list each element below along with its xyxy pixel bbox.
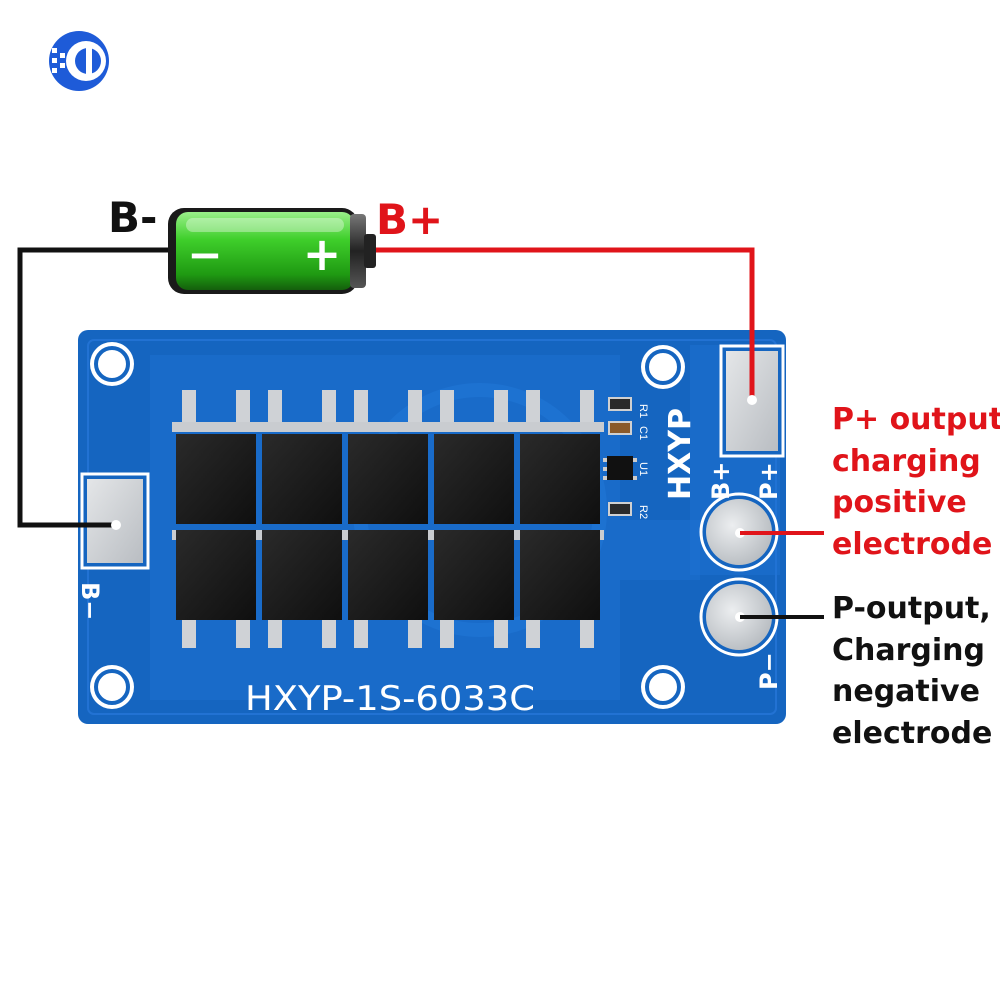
mosfet-lead [236, 620, 250, 648]
mosfet-lead [494, 390, 508, 422]
pad-label-p-plus: P+ [755, 462, 783, 500]
smd-components [603, 397, 637, 516]
pad-label-b-minus: B− [76, 582, 104, 620]
b-minus-label: B- [108, 193, 158, 242]
mosfet-chip [176, 530, 256, 620]
mosfet-chip [434, 530, 514, 620]
mosfet-lead [408, 620, 422, 648]
mosfet-chip [262, 530, 342, 620]
p-minus-annotation-line: Charging [832, 632, 986, 668]
p-minus-annotation-line: electrode [832, 715, 993, 751]
mosfet-chip [348, 530, 428, 620]
board-model-text: HXYP-1S-6033C [245, 679, 535, 719]
mosfet-chip [520, 434, 600, 524]
battery-plus-symbol: + [303, 227, 342, 281]
battery-minus-symbol: − [187, 230, 222, 279]
p-plus-annotation-line: P+ output, [832, 402, 1000, 437]
component-label-r1: R1 [637, 404, 649, 418]
mosfet-chip [434, 434, 514, 524]
p-minus-annotation: P-output, Charging negative electrode [832, 588, 992, 754]
mosfet-tab [516, 422, 604, 432]
mosfet-lead [494, 620, 508, 648]
component-label-r2: R2 [637, 505, 649, 519]
mosfet-tab [258, 422, 346, 432]
b-plus-label: B+ [376, 195, 444, 244]
red-wire [370, 247, 755, 400]
pad-label-p-minus: P− [755, 652, 783, 690]
p-plus-annotation-line: positive [832, 485, 967, 520]
mosfet-lead [268, 390, 282, 422]
mounting-holes [90, 342, 685, 709]
mosfet-lead [408, 390, 422, 422]
p-plus-annotation-line: charging [832, 443, 981, 479]
mosfet-lead [182, 620, 196, 648]
battery: − + [168, 208, 376, 294]
mosfet-lead [526, 390, 540, 422]
mosfet-lead [440, 390, 454, 422]
mosfet-lead [268, 620, 282, 648]
mosfet-tab [430, 422, 518, 432]
mosfet-chip [176, 434, 256, 524]
pad-label-b-plus: B+ [707, 462, 735, 500]
component-label-u1: U1 [637, 462, 649, 476]
p-minus-annotation-line: P-output, [832, 591, 991, 626]
mosfet-lead [440, 620, 454, 648]
p-minus-annotation-line: negative [832, 674, 980, 709]
b-minus-solder-point [111, 520, 121, 530]
mosfet-lead [580, 620, 594, 648]
mosfet-tab [172, 422, 260, 432]
black-wire [17, 247, 172, 528]
p-plus-annotation-line: electrode [832, 526, 993, 562]
mosfet-lead [354, 620, 368, 648]
mosfet-lead [322, 390, 336, 422]
pcb-board [78, 330, 786, 724]
mosfet-chip [262, 434, 342, 524]
mosfet-array [172, 390, 604, 648]
mosfet-lead [354, 390, 368, 422]
mosfet-chip [348, 434, 428, 524]
mosfet-tab [344, 422, 432, 432]
component-label-c1: C1 [637, 426, 649, 440]
p-plus-solder-point [747, 395, 757, 405]
mosfet-lead [182, 390, 196, 422]
mosfet-chip [520, 530, 600, 620]
mosfet-lead [322, 620, 336, 648]
p-plus-annotation: P+ output, charging positive electrode [832, 399, 1000, 565]
brand-logo-icon [49, 31, 109, 91]
mosfet-lead [580, 390, 594, 422]
mosfet-lead [526, 620, 540, 648]
board-brand-text: HXYP [663, 408, 698, 500]
mosfet-lead [236, 390, 250, 422]
